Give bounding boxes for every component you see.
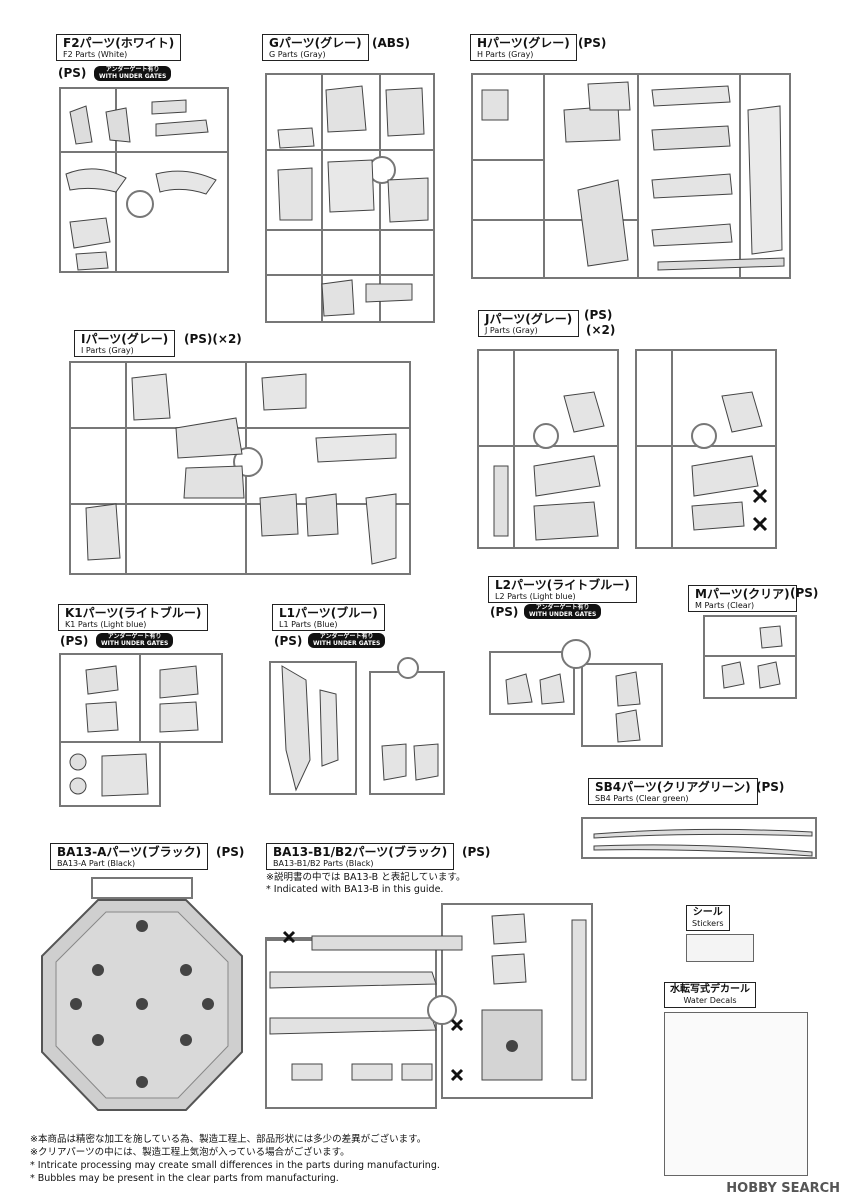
note-line-2: ※クリアパーツの中には、製造工程上気泡が入っている場合がございます。	[30, 1147, 350, 1158]
j-runner-1	[477, 349, 619, 549]
l2-gate-en: WITH UNDER GATES	[529, 610, 597, 618]
l2-title: L2パーツ(ライトブルー) L2 Parts (Light blue)	[488, 576, 637, 603]
decals-title-jp: 水転写式デカール	[670, 984, 750, 995]
sb4-runner	[581, 817, 817, 859]
k1-title: K1パーツ(ライトブルー) K1 Parts (Light blue)	[58, 604, 209, 631]
i-title-jp: Iパーツ(グレー)	[81, 332, 169, 346]
m-title: Mパーツ(クリア) M Parts (Clear)	[688, 585, 797, 612]
j-multiplier: (×2)	[586, 323, 616, 337]
f2-gate-en: WITH UNDER GATES	[99, 72, 167, 80]
h-title-jp: Hパーツ(グレー)	[477, 36, 570, 50]
h-title: Hパーツ(グレー) H Parts (Gray)	[470, 34, 577, 61]
k1-gate-jp: アンダーゲート有り	[107, 633, 162, 640]
stickers-title-jp: シール	[692, 907, 723, 918]
sb4-title-jp: SB4パーツ(クリアグリーン)	[595, 780, 751, 794]
cross-mark-icon	[752, 488, 768, 532]
stickers-title: シール Stickers	[686, 905, 730, 931]
l2-gate-badge: アンダーゲート有り WITH UNDER GATES	[524, 604, 602, 619]
k1-runner	[59, 653, 223, 807]
l2-title-jp: L2パーツ(ライトブルー)	[495, 578, 630, 592]
decals-title: 水転写式デカール Water Decals	[664, 982, 756, 1008]
f2-material: (PS)	[58, 66, 87, 80]
ba13a-material: (PS)	[216, 845, 245, 859]
l1-title: L1パーツ(ブルー) L1 Parts (Blue)	[272, 604, 385, 631]
decals-title-en: Water Decals	[683, 996, 737, 1005]
l2-title-en: L2 Parts (Light blue)	[495, 592, 576, 601]
l1-material: (PS)	[274, 634, 303, 648]
i-material: (PS)(×2)	[184, 332, 242, 346]
ba13b-title-en: BA13-B1/B2 Parts (Black)	[273, 859, 374, 868]
i-title: Iパーツ(グレー) I Parts (Gray)	[74, 330, 176, 357]
ba13b-title: BA13-B1/B2パーツ(ブラック) BA13-B1/B2 Parts (Bl…	[266, 843, 455, 870]
m-title-en: M Parts (Clear)	[695, 601, 755, 610]
g-title-en: G Parts (Gray)	[269, 50, 326, 59]
ba13b-title-jp: BA13-B1/B2パーツ(ブラック)	[273, 845, 448, 859]
ba13a-base	[41, 877, 243, 1111]
k1-material: (PS)	[60, 634, 89, 648]
l1-title-jp: L1パーツ(ブルー)	[279, 606, 378, 620]
ba13b-runner	[265, 903, 593, 1109]
k1-gate-en: WITH UNDER GATES	[101, 639, 169, 647]
sticker-sheet	[686, 934, 754, 962]
g-title: Gパーツ(グレー) G Parts (Gray)	[262, 34, 369, 61]
l2-gate-jp: アンダーゲート有り	[535, 604, 590, 611]
stickers-title-en: Stickers	[692, 919, 724, 928]
f2-runner	[59, 87, 229, 273]
m-runner	[703, 615, 797, 699]
m-material: (PS)	[790, 586, 819, 600]
note-line-4: * Bubbles may be present in the clear pa…	[30, 1173, 339, 1184]
ba13a-title-jp: BA13-Aパーツ(ブラック)	[57, 845, 202, 859]
ba13a-title: BA13-Aパーツ(ブラック) BA13-A Part (Black)	[50, 843, 209, 870]
j-title: Jパーツ(グレー) J Parts (Gray)	[478, 310, 580, 337]
cross-mark-icon	[282, 930, 464, 1082]
l1-title-en: L1 Parts (Blue)	[279, 620, 338, 629]
watermark: HOBBY SEARCH	[726, 1181, 840, 1196]
g-title-jp: Gパーツ(グレー)	[269, 36, 362, 50]
l2-material: (PS)	[490, 605, 519, 619]
f2-gate-jp: アンダーゲート有り	[105, 66, 160, 73]
j-material: (PS)	[584, 308, 613, 322]
h-material: (PS)	[578, 36, 607, 50]
k1-title-jp: K1パーツ(ライトブルー)	[65, 606, 202, 620]
sb4-title: SB4パーツ(クリアグリーン) SB4 Parts (Clear green)	[588, 778, 758, 805]
note-line-3: * Intricate processing may create small …	[30, 1160, 440, 1171]
l1-gate-jp: アンダーゲート有り	[319, 633, 374, 640]
k1-gate-badge: アンダーゲート有り WITH UNDER GATES	[96, 633, 174, 648]
f2-title: F2パーツ(ホワイト) F2 Parts (White)	[56, 34, 182, 61]
g-runner	[265, 73, 435, 323]
l1-runner	[269, 657, 445, 795]
j-title-en: J Parts (Gray)	[485, 326, 538, 335]
note-line-1: ※本商品は精密な加工を施している為、製造工程上、部品形状には多少の差異がございま…	[30, 1134, 427, 1145]
i-title-en: I Parts (Gray)	[81, 346, 134, 355]
j-title-jp: Jパーツ(グレー)	[485, 312, 573, 326]
ba13b-note-jp: ※説明書の中では BA13-B と表記しています。	[266, 872, 466, 883]
m-title-jp: Mパーツ(クリア)	[695, 587, 790, 601]
decal-sheet	[664, 1012, 808, 1176]
ba13b-material: (PS)	[462, 845, 491, 859]
f2-title-jp: F2パーツ(ホワイト)	[63, 36, 175, 50]
h-runner	[471, 73, 791, 279]
ba13a-title-en: BA13-A Part (Black)	[57, 859, 136, 868]
f2-gate-badge: アンダーゲート有り WITH UNDER GATES	[94, 66, 172, 81]
l1-gate-badge: アンダーゲート有り WITH UNDER GATES	[308, 633, 386, 648]
j-runner-2	[635, 349, 777, 549]
sb4-material: (PS)	[756, 780, 785, 794]
l2-runner	[489, 639, 663, 747]
l1-gate-en: WITH UNDER GATES	[313, 639, 381, 647]
k1-title-en: K1 Parts (Light blue)	[65, 620, 147, 629]
g-material: (ABS)	[372, 36, 411, 50]
h-title-en: H Parts (Gray)	[477, 50, 534, 59]
ba13b-note-en: * Indicated with BA13-B in this guide.	[266, 884, 444, 895]
f2-title-en: F2 Parts (White)	[63, 50, 128, 59]
sb4-title-en: SB4 Parts (Clear green)	[595, 794, 689, 803]
i-runner	[69, 361, 411, 575]
